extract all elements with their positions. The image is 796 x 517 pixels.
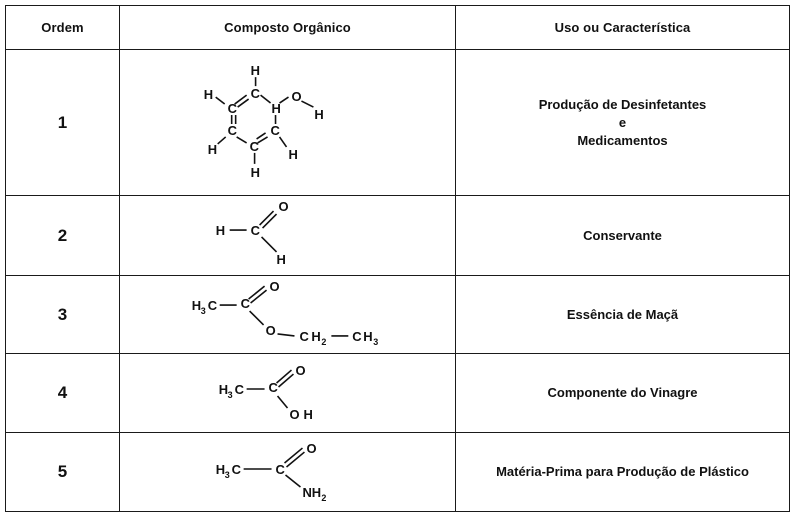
bond [217,135,227,145]
bond [236,135,248,144]
atom-label: O [266,322,276,337]
atom-label: C [235,381,244,396]
bond [279,95,289,104]
use-text: Produção de Desinfetantes e Medicamentos [539,96,707,150]
bond [283,447,303,464]
atom-label: O [279,199,289,214]
ethyl-acetate-structure: H 3 C C O O C H 2 C H 3 [192,279,378,347]
order-number: 2 [57,225,68,245]
table-header-row: Ordem Composto Orgânico Uso ou Caracterí… [6,6,789,50]
atom-label: 3 [225,470,230,480]
header-compound: Composto Orgânico [224,20,351,35]
table-row: 2 O H C H Conservante [6,196,789,276]
bond [278,136,288,147]
atom-label: H [216,223,225,238]
atom-label: H [192,298,201,313]
order-number: 4 [57,383,68,402]
bond [250,288,268,304]
bond [259,210,275,226]
use-text: Essência de Maçã [566,306,679,322]
atom-label: 3 [373,336,378,346]
atom-label: H [303,406,312,421]
order-number: 1 [57,112,68,132]
atom-label: C [241,296,250,311]
use-line: Medicamentos [577,132,668,148]
atom-label: C [232,462,241,477]
atom-label: 2 [321,493,326,503]
atom-label: H [314,107,323,122]
bond [237,97,250,108]
bond [278,372,295,388]
use-text: Componente do Vinagre [547,385,698,400]
atom-label: C [299,328,308,343]
bond [260,93,272,104]
atom-label: NH [302,485,321,500]
bond [248,284,266,300]
bond [261,235,278,253]
bond [276,368,293,384]
atom-label: H [208,141,217,156]
atom-label: C [228,122,237,137]
table-row: 3 H 3 C C O O C H 2 C H 3 [6,276,789,354]
phenol-structure: H H C C O H H C C H C C H H [204,63,324,180]
atom-label: H [251,164,260,179]
header-use: Uso ou Característica [554,20,691,35]
atom-label: H [272,101,281,116]
atom-label: H [219,381,228,396]
atom-label: C [250,138,259,153]
atom-label: H [311,328,320,343]
use-line: e [618,114,627,130]
atom-label: C [352,328,361,343]
atom-label: C [276,462,285,477]
atom-label: 3 [228,389,233,399]
atom-label: C [228,101,237,116]
bond [249,309,265,326]
atom-label: O [295,363,305,378]
bond [257,135,268,144]
bond [256,131,267,140]
use-text: Matéria-Prima para Produção de Plástico [496,464,749,479]
table-row: 4 H 3 C C O O H Componente do Vinagre [6,354,789,433]
header-order: Ordem [41,20,84,35]
bond [277,332,295,337]
bond [234,93,248,105]
atom-label: H [277,251,286,266]
bond [285,474,301,488]
table-row: 5 H 3 C C O NH 2 Matéria-Prima para Prod… [6,433,789,511]
atom-label: O [289,406,299,421]
atom-label: H [363,328,372,343]
atom-label: 2 [321,336,326,346]
atom-label: 3 [201,306,206,316]
bond [276,394,289,408]
order-number: 5 [57,462,68,481]
acetic-acid-structure: H 3 C C O O H [219,363,313,422]
order-number: 3 [57,304,68,324]
table-row: 1 H H C C O H H C C H C C H H [6,50,789,196]
atom-label: H [251,63,260,78]
bond [215,95,226,105]
atom-label: C [208,298,217,313]
atom-label: H [204,87,213,102]
atom-label: O [306,441,316,456]
bond [285,451,305,468]
atom-label: C [269,380,278,395]
formaldehyde-structure: O H C H [216,199,289,267]
bond [301,99,314,108]
use-text: Conservante [583,227,662,243]
atom-label: O [291,89,301,104]
use-line: Produção de Desinfetantes [538,96,707,112]
atom-label: O [270,279,280,294]
atom-label: C [251,223,260,238]
atom-label: H [216,462,225,477]
atom-label: C [251,86,260,101]
atom-label: C [271,122,280,137]
bond [262,213,278,229]
compound-table: Ordem Composto Orgânico Uso ou Caracterí… [5,5,790,512]
atom-label: H [288,146,297,161]
acetamide-structure: H 3 C C O NH 2 [216,441,327,503]
